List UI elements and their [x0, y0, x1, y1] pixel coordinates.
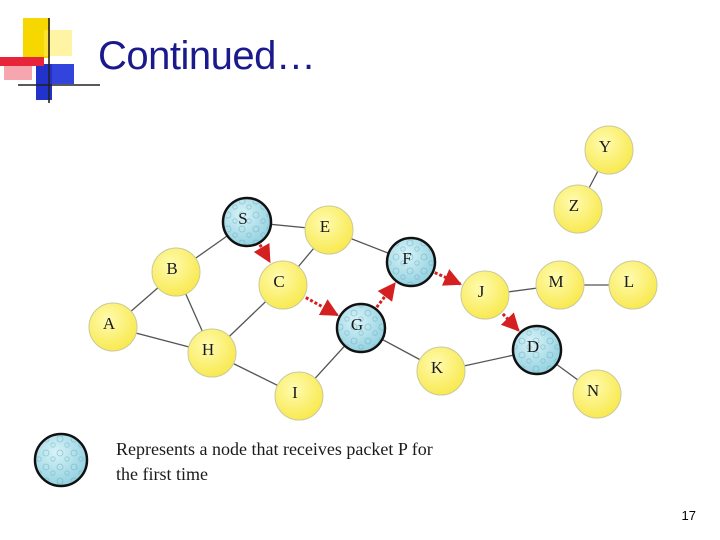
node-h-label: H: [202, 340, 214, 359]
node-d-texture: [515, 328, 559, 372]
node-k: K: [416, 346, 466, 396]
node-z-circle: [553, 184, 603, 234]
node-j-circle: [460, 270, 510, 320]
node-y-circle: [584, 125, 634, 175]
packet-path-arrow-j-d: [500, 312, 520, 332]
node-g: G: [335, 302, 387, 354]
node-c-circle: [258, 260, 308, 310]
packet-path-arrow-g-f: [375, 282, 396, 309]
node-l: L: [608, 260, 658, 310]
logo-blue-square: [36, 64, 52, 100]
node-a-label: A: [103, 314, 116, 333]
node-y-label: Y: [599, 137, 611, 156]
node-c: C: [258, 260, 308, 310]
node-a: A: [88, 302, 138, 352]
node-f-texture: [389, 240, 433, 284]
node-n-circle: [572, 369, 622, 419]
node-l-circle: [608, 260, 658, 310]
legend-line-1: Represents a node that receives packet P…: [116, 439, 433, 459]
node-h-circle: [187, 328, 237, 378]
node-a-circle: [88, 302, 138, 352]
packet-path-layer: [253, 243, 520, 332]
legend-line-2: the first time: [116, 464, 208, 484]
legend-node-icon-texture: [37, 436, 85, 484]
node-g-texture: [339, 306, 383, 350]
node-m-circle: [535, 260, 585, 310]
node-y: Y: [584, 125, 634, 175]
node-m-label: M: [548, 272, 563, 291]
node-k-circle: [416, 346, 466, 396]
node-e-label: E: [320, 217, 330, 236]
node-n-label: N: [587, 381, 599, 400]
page-number: 17: [681, 508, 696, 523]
node-i-label: I: [292, 383, 298, 402]
node-k-label: K: [431, 358, 444, 377]
node-s: S: [221, 196, 273, 248]
node-g-label: G: [351, 315, 363, 334]
node-s-label: S: [238, 209, 247, 228]
node-f: F: [385, 236, 437, 288]
corner-logo: [0, 18, 100, 103]
packet-path-arrow-c-g: [305, 296, 339, 317]
node-z: Z: [553, 184, 603, 234]
logo-red-bar: [0, 57, 44, 66]
node-m: M: [535, 260, 585, 310]
node-b-label: B: [166, 259, 177, 278]
node-h: H: [187, 328, 237, 378]
node-n: N: [572, 369, 622, 419]
node-l-label: L: [624, 272, 634, 291]
node-b-circle: [151, 247, 201, 297]
nodes-layer: S E B C F A G H I K J D M L Z Y N: [88, 125, 658, 421]
legend: Represents a node that receives packet P…: [33, 432, 433, 488]
node-e-circle: [304, 205, 354, 255]
packet-path-arrow-s-c: [253, 243, 271, 264]
node-f-label: F: [402, 249, 411, 268]
node-j: J: [460, 270, 510, 320]
packet-path-arrow-f-j: [434, 269, 462, 286]
node-e: E: [304, 205, 354, 255]
node-c-label: C: [273, 272, 284, 291]
logo-red-fade: [4, 66, 32, 80]
node-s-texture: [225, 200, 269, 244]
node-b: B: [151, 247, 201, 297]
node-j-label: J: [478, 282, 485, 301]
node-z-label: Z: [569, 196, 579, 215]
node-d-label: D: [527, 337, 539, 356]
node-i-circle: [274, 371, 324, 421]
logo-blue-bar: [52, 64, 74, 84]
node-i: I: [274, 371, 324, 421]
node-d: D: [511, 324, 563, 376]
slide-title: Continued…: [98, 34, 316, 78]
